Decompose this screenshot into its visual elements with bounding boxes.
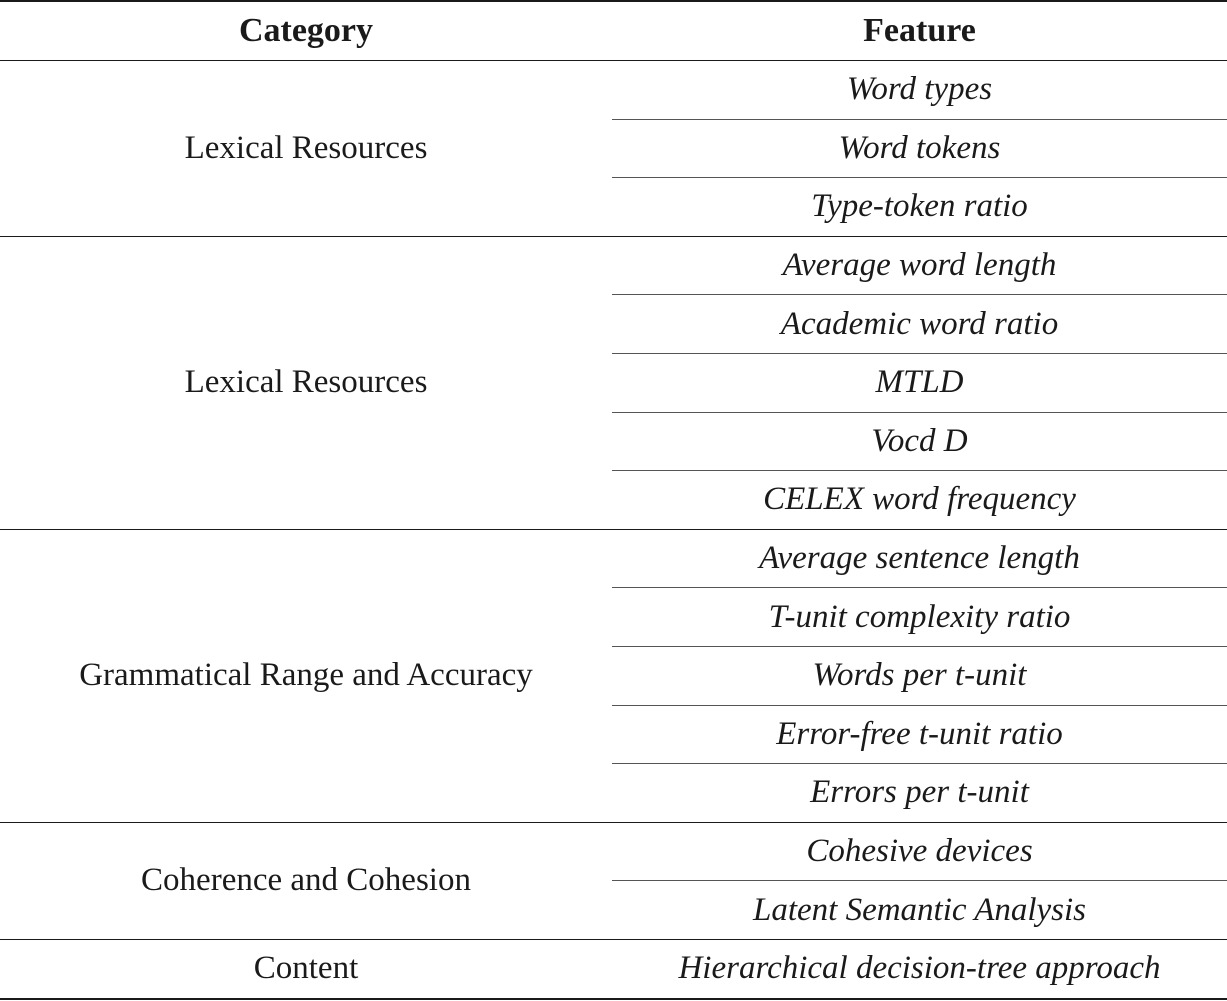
feature-cell: Type-token ratio (612, 177, 1227, 237)
feature-cell: Average sentence length (612, 529, 1227, 589)
category-cell: Lexical Resources (0, 60, 612, 237)
feature-header: Feature (612, 1, 1227, 61)
table-row: Errors per t-unit (0, 763, 1227, 823)
feature-cell: Word types (612, 60, 1227, 120)
header-row: Category Feature (0, 1, 1227, 61)
table-row: Type-token ratio (0, 177, 1227, 237)
table-row: Vocd D (0, 412, 1227, 472)
feature-cell: Latent Semantic Analysis (612, 880, 1227, 940)
feature-cell: Word tokens (612, 119, 1227, 179)
category-header: Category (0, 1, 612, 61)
table-row: Coherence and Cohesion Cohesive devices (0, 822, 1227, 940)
category-cell: Grammatical Range and Accuracy (0, 529, 612, 823)
category-cell: Lexical Resources (0, 236, 612, 530)
category-cell: Coherence and Cohesion (0, 822, 612, 940)
table-row: Content Hierarchical decision-tree appro… (0, 939, 1227, 998)
feature-cell: Cohesive devices (612, 822, 1227, 882)
feature-cell: MTLD (612, 353, 1227, 413)
table-row: MTLD (0, 353, 1227, 413)
table-row: Academic word ratio (0, 294, 1227, 354)
feature-cell: Words per t-unit (612, 646, 1227, 706)
feature-cell: Error-free t-unit ratio (612, 705, 1227, 765)
feature-cell: CELEX word frequency (612, 470, 1227, 530)
feature-cell: Average word length (612, 236, 1227, 296)
table-row: Lexical Resources Word types (0, 60, 1227, 237)
table-row: Lexical Resources Average word length (0, 236, 1227, 530)
feature-cell: T-unit complexity ratio (612, 587, 1227, 647)
table-row: Latent Semantic Analysis (0, 880, 1227, 940)
feature-cell: Errors per t-unit (612, 763, 1227, 823)
category-cell: Content (253, 950, 359, 987)
feature-cell: Hierarchical decision-tree approach (678, 950, 1161, 987)
feature-cell: Vocd D (612, 412, 1227, 472)
table-row: Words per t-unit (0, 646, 1227, 706)
table-row: T-unit complexity ratio (0, 587, 1227, 647)
table-row: Grammatical Range and Accuracy Average s… (0, 529, 1227, 823)
feature-cell: Academic word ratio (612, 294, 1227, 354)
table-row: CELEX word frequency (0, 470, 1227, 530)
table-row: Error-free t-unit ratio (0, 705, 1227, 765)
table-row: Word tokens (0, 119, 1227, 179)
